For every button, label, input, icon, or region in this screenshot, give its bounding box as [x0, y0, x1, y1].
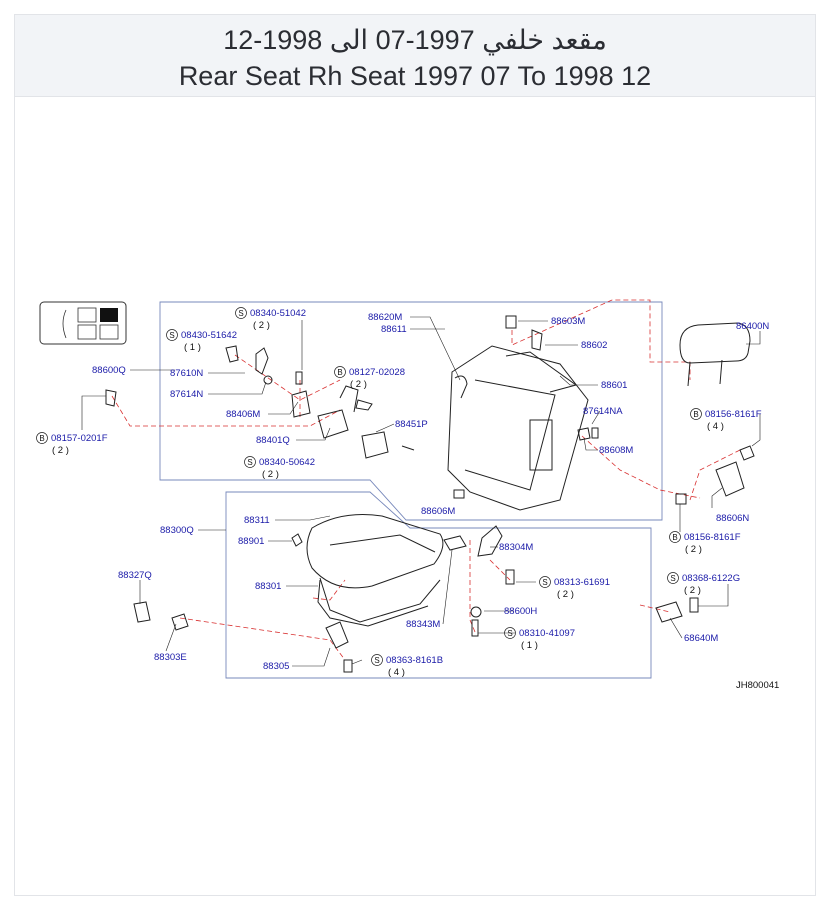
part-86400N[interactable]: 86400N: [736, 321, 769, 332]
leader-lines: [81, 316, 761, 667]
fastener-08368-6122G[interactable]: 08368-6122G: [682, 573, 740, 584]
part-88301[interactable]: 88301: [255, 581, 281, 592]
part-87610N[interactable]: 87610N: [170, 368, 203, 379]
part-87614N[interactable]: 87614N: [170, 389, 203, 400]
part-88303E[interactable]: 88303E: [154, 652, 187, 663]
svg-text:( 2 ): ( 2 ): [685, 544, 702, 555]
fastener-type-letters: S S B B S B B S S S S: [39, 309, 698, 665]
fastener-08157-0201F[interactable]: 08157-0201F: [51, 433, 108, 444]
svg-text:B: B: [39, 434, 44, 443]
part-88606N[interactable]: 88606N: [716, 513, 749, 524]
page-title-english: Rear Seat Rh Seat 1997 07 To 1998 12: [178, 61, 652, 91]
part-number-labels[interactable]: 88620M 88611 88603M 88602 88601 86400N 8…: [92, 312, 769, 672]
svg-text:S: S: [542, 578, 547, 587]
part-88620M[interactable]: 88620M: [368, 312, 402, 323]
part-88406M[interactable]: 88406M: [226, 409, 260, 420]
seat-cushion-part: [306, 514, 444, 627]
svg-text:S: S: [247, 458, 252, 467]
fastener-08363-8161B[interactable]: 08363-8161B: [386, 655, 443, 666]
part-88300Q[interactable]: 88300Q: [160, 525, 194, 536]
page-header: مقعد خلفي 1997-07 الى 1998-12 Rear Seat …: [15, 15, 815, 97]
part-88601[interactable]: 88601: [601, 380, 627, 391]
assembly-outlines: [159, 301, 663, 679]
fastener-08430-51642[interactable]: 08430-51642: [181, 330, 237, 341]
svg-text:( 1 ): ( 1 ): [184, 342, 201, 353]
svg-text:( 2 ): ( 2 ): [350, 379, 367, 390]
svg-text:S: S: [374, 656, 379, 665]
fastener-08310-41097[interactable]: 08310-41097: [519, 628, 575, 639]
part-68640M[interactable]: 68640M: [684, 633, 718, 644]
part-88600Q[interactable]: 88600Q: [92, 365, 126, 376]
part-87614NA[interactable]: 87614NA: [583, 406, 623, 417]
fastener-08313-61691[interactable]: 08313-61691: [554, 577, 610, 588]
part-88304M[interactable]: 88304M: [499, 542, 533, 553]
diagram-frame: مقعد خلفي 1997-07 الى 1998-12 Rear Seat …: [14, 14, 816, 896]
part-88611[interactable]: 88611: [381, 324, 407, 335]
part-88600H[interactable]: 88600H: [504, 606, 537, 617]
diagram-code: JH800041: [736, 680, 779, 691]
part-88311[interactable]: 88311: [244, 515, 270, 526]
svg-text:( 1 ): ( 1 ): [521, 640, 538, 651]
part-88451P[interactable]: 88451P: [395, 419, 428, 430]
svg-text:S: S: [670, 574, 675, 583]
part-88602[interactable]: 88602: [581, 340, 607, 351]
svg-text:B: B: [337, 368, 342, 377]
headrest-part: [679, 322, 751, 387]
svg-text:B: B: [672, 533, 677, 542]
part-88606M[interactable]: 88606M: [421, 506, 455, 517]
part-88401Q[interactable]: 88401Q: [256, 435, 290, 446]
svg-text:B: B: [693, 410, 698, 419]
fastener-quantities: ( 2 ) ( 1 ) ( 2 ) ( 2 ) ( 2 ) ( 4 ) ( 2 …: [52, 320, 724, 678]
svg-text:S: S: [238, 309, 243, 318]
part-88327Q[interactable]: 88327Q: [118, 570, 152, 581]
vehicle-locator-icon: [39, 301, 127, 345]
fastener-08340-51042[interactable]: 08340-51042: [250, 308, 306, 319]
svg-text:( 2 ): ( 2 ): [52, 445, 69, 456]
fastener-type-markers: [36, 307, 702, 666]
part-88901[interactable]: 88901: [238, 536, 264, 547]
fastener-08340-50642[interactable]: 08340-50642: [259, 457, 315, 468]
fastener-codes[interactable]: 08340-51042 08430-51642 08127-02028 0815…: [51, 308, 762, 666]
svg-text:( 2 ): ( 2 ): [557, 589, 574, 600]
svg-text:( 4 ): ( 4 ): [707, 421, 724, 432]
svg-text:S: S: [169, 331, 174, 340]
svg-text:S: S: [507, 629, 512, 638]
svg-text:( 2 ): ( 2 ): [253, 320, 270, 331]
fastener-08156-8161F-a[interactable]: 08156-8161F: [705, 409, 762, 420]
seat-back-part: [447, 345, 589, 511]
fastener-08127-02028[interactable]: 08127-02028: [349, 367, 405, 378]
hinge-hardware: [105, 315, 755, 673]
fastener-08156-8161F-b[interactable]: 08156-8161F: [684, 532, 741, 543]
part-88603M[interactable]: 88603M: [551, 316, 585, 327]
part-88608M[interactable]: 88608M: [599, 445, 633, 456]
part-88343M[interactable]: 88343M: [406, 619, 440, 630]
svg-text:( 2 ): ( 2 ): [684, 585, 701, 596]
svg-text:( 2 ): ( 2 ): [262, 469, 279, 480]
svg-text:( 4 ): ( 4 ): [388, 667, 405, 678]
part-88305[interactable]: 88305: [263, 661, 289, 672]
page-title-arabic: مقعد خلفي 1997-07 الى 1998-12: [223, 25, 607, 55]
